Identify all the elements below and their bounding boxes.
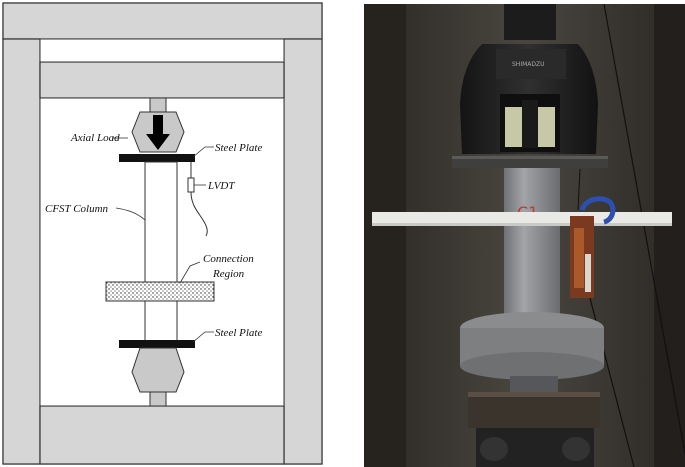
photo-lower-platen	[468, 392, 600, 428]
axial-load-label: Axial Load	[70, 132, 120, 144]
cfst-column-label: CFST Column	[45, 203, 109, 215]
top-stud	[149, 97, 167, 113]
steel-plate-top-label: Steel Plate	[215, 142, 262, 154]
leader-steel-plate-bottom	[192, 331, 214, 343]
bottom-stud	[149, 391, 167, 407]
bottom-steel-plate	[119, 340, 195, 348]
lvdt-sensor	[187, 177, 195, 193]
frame-upper-crosshead	[39, 61, 285, 99]
region-label: Region	[212, 268, 245, 280]
photo-right-post	[654, 4, 685, 467]
frame-right-post	[283, 38, 323, 465]
frame-top-beam	[2, 2, 323, 40]
cfst-column-lower	[144, 300, 178, 342]
lvdt-clamp-icon	[570, 196, 616, 298]
axial-load-arrow-icon	[146, 115, 170, 150]
photo-lvdt-bar	[372, 212, 672, 226]
test-setup-photo: SHIMADZU C1	[364, 4, 685, 467]
photo-lower-support	[510, 376, 558, 396]
cfst-column	[144, 161, 178, 283]
steel-plate-bottom-label: Steel Plate	[215, 327, 262, 339]
test-setup-schematic: Axial Load Steel Plate LVDT CFST Column …	[2, 2, 323, 465]
leader-cfst	[115, 207, 146, 221]
lvdt-cable	[190, 191, 208, 237]
photo-left-post	[364, 4, 406, 467]
photo-actuator-rod	[504, 4, 556, 40]
connection-label: Connection	[203, 253, 254, 265]
machine-brand-text: SHIMADZU	[512, 61, 545, 68]
leader-steel-plate-top	[192, 146, 214, 158]
top-opening	[39, 38, 285, 63]
frame-base	[39, 405, 285, 465]
lvdt-label: LVDT	[207, 180, 235, 192]
frame-left-post	[2, 38, 41, 465]
photo-column	[504, 168, 560, 324]
leader-connection	[179, 261, 201, 284]
top-steel-plate	[119, 154, 195, 162]
bottom-support-head	[131, 347, 185, 393]
connection-region	[105, 281, 215, 302]
